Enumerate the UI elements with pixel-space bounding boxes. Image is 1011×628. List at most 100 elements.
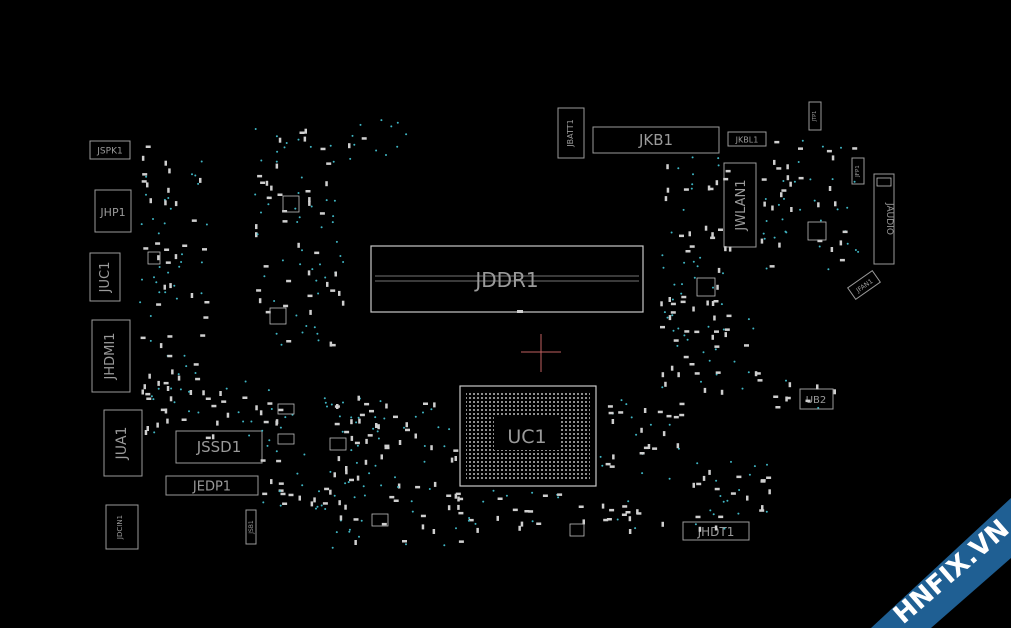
via [380,119,383,122]
smd-pad [636,509,639,515]
via [275,160,278,163]
smd-pad [189,390,193,395]
via [671,314,674,317]
smd-pad [786,164,789,170]
via [403,426,405,429]
component-jaudio[interactable]: JAUDIO [873,173,895,265]
component-jkbl1[interactable]: JKBL1 [727,131,767,147]
via [303,453,306,456]
component-jedp1[interactable]: JEDP1 [165,475,259,496]
component-jbatt1[interactable]: JBATT1 [557,107,585,159]
component-jua1[interactable]: JUA1 [103,409,143,477]
smd-pad [744,344,749,347]
via [455,527,457,530]
smd-pad [842,230,848,234]
via [707,325,710,328]
smd-pad [781,189,787,192]
smd-pad [267,402,273,405]
label-jfan1: JFAN1 [854,277,875,295]
via [266,444,269,447]
smd-pad [177,375,181,381]
smd-pad [369,409,374,413]
smd-pad [681,295,687,299]
via [320,226,323,229]
via [448,428,451,431]
via [627,500,630,503]
via [342,401,344,404]
component-uc1[interactable]: UC1 [459,385,597,487]
smd-pad [673,415,679,419]
ic-outline [147,251,161,265]
crosshair-marker [521,334,561,372]
component-jsb1[interactable]: JSB1 [245,509,257,545]
via [329,470,332,473]
via [616,518,619,521]
smd-pad [145,392,151,396]
via [712,513,715,516]
smd-pad [622,505,628,508]
via [818,245,821,248]
via [620,399,623,402]
via [748,473,751,476]
smd-pad [280,492,286,496]
via [693,276,696,279]
smd-pad [708,187,714,191]
via [348,528,351,531]
via [696,462,699,465]
via [194,372,197,374]
smd-pad [773,159,776,165]
smd-pad [852,147,858,150]
via [284,416,287,419]
component-juc1[interactable]: JUC1 [89,252,121,302]
via [270,408,273,410]
smd-pad [354,540,357,545]
via [672,329,675,332]
via [428,488,431,490]
smd-pad [476,527,479,533]
via [348,530,351,533]
via [310,205,313,208]
smd-pad [282,210,288,213]
smd-pad [454,456,457,461]
smd-pad [286,279,292,283]
component-jssd1[interactable]: JSSD1 [175,430,263,464]
smd-pad [402,540,407,543]
component-jdcin1[interactable]: JDCIN1 [105,504,139,550]
via [315,279,318,282]
component-jwlan1[interactable]: JWLAN1 [723,162,757,248]
smd-pad [760,238,764,244]
smd-pad [713,300,719,303]
via [339,255,342,257]
smd-pad [798,176,804,180]
smd-pad [724,246,727,252]
component-jhdt1[interactable]: JHDT1 [682,521,750,541]
smd-pad [817,202,820,208]
ic-outline [282,195,300,213]
via [351,134,354,137]
smd-pad [763,201,766,207]
smd-pad [330,289,336,292]
via [414,415,417,418]
via [155,281,158,284]
component-jfp1[interactable]: JFP1 [851,157,865,185]
component-ub2[interactable]: UB2 [799,388,834,410]
via [692,260,695,263]
smd-pad [789,181,792,187]
label-jssd1: JSSD1 [196,438,242,456]
component-jspk1[interactable]: JSPK1 [89,140,131,160]
via [347,481,350,484]
component-jhdmi1[interactable]: JHDMI1 [91,319,131,393]
smd-pad [542,494,548,497]
smd-pad [432,529,436,534]
component-jhp1[interactable]: JHP1 [94,189,132,233]
via [673,283,676,286]
via [145,193,147,196]
component-jfan1[interactable]: JFAN1 [847,269,881,301]
component-jkb1[interactable]: JKB1 [592,126,720,154]
component-jddr1[interactable]: JDDR1 [370,245,644,313]
via [717,157,720,160]
component-jtp1[interactable]: JTP1 [808,101,822,131]
via [181,253,183,256]
smd-pad [773,395,779,398]
